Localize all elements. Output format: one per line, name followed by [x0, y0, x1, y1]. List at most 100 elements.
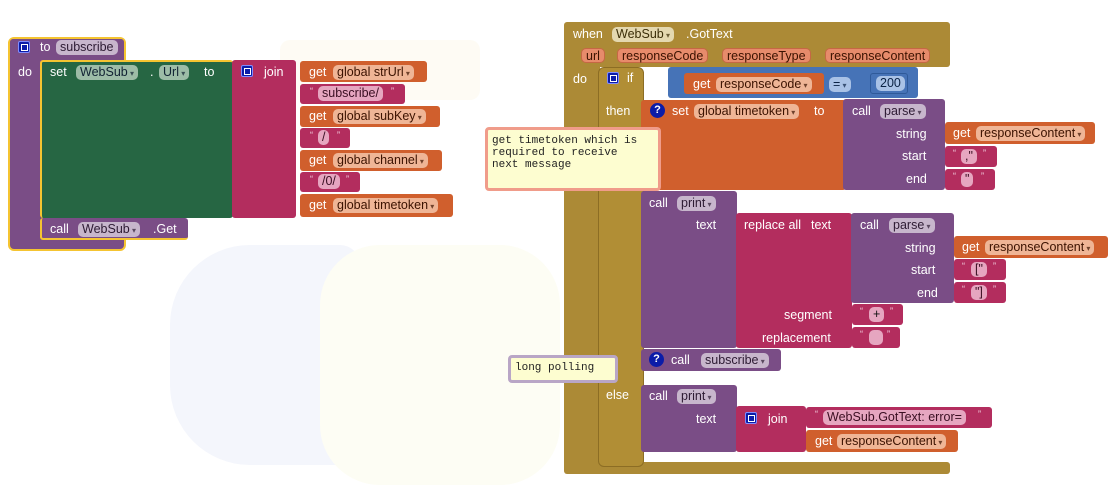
param-responseType[interactable]: responseType — [722, 48, 811, 63]
get-keyword: get — [309, 65, 327, 79]
close-quote: ” — [346, 174, 349, 184]
replacement-label: replacement — [762, 331, 831, 345]
open-quote: “ — [815, 409, 818, 419]
text-value[interactable]: subscribe/ — [318, 86, 383, 101]
replacement-value[interactable] — [869, 330, 883, 345]
open-quote: “ — [953, 171, 956, 181]
if-keyword: if — [627, 71, 634, 85]
close-quote: ” — [983, 148, 986, 158]
call-keyword: call — [860, 218, 879, 232]
comment-long-polling[interactable]: long polling — [508, 355, 618, 383]
open-quote: “ — [860, 306, 863, 316]
arg-label-text: text — [696, 218, 717, 232]
text-value[interactable]: ," — [961, 149, 977, 164]
close-quote: ” — [337, 130, 340, 140]
procedure-dropdown[interactable]: print — [677, 196, 716, 211]
segment-label: segment — [784, 308, 832, 322]
mutator-icon[interactable] — [241, 65, 253, 77]
call-print-block[interactable] — [641, 191, 737, 348]
procedure-dropdown[interactable]: parse — [889, 218, 935, 233]
arg-label-start: start — [902, 149, 927, 163]
procedure-dropdown[interactable]: parse — [880, 104, 926, 119]
param-responseCode[interactable]: responseCode — [617, 48, 709, 63]
arg-label-text: text — [696, 412, 717, 426]
variable-dropdown[interactable]: global timetoken — [333, 198, 439, 213]
text-value[interactable]: WebSub.GotText: error= — [823, 410, 966, 425]
param-responseContent[interactable]: responseContent — [825, 48, 931, 63]
comment-timetoken[interactable]: get timetoken which is required to recei… — [485, 127, 661, 191]
close-quote: ” — [981, 171, 984, 181]
open-quote: “ — [962, 261, 965, 271]
call-keyword: call — [649, 196, 668, 210]
set-websub-url-block[interactable] — [40, 60, 233, 218]
when-keyword: when — [573, 27, 603, 41]
segment-value[interactable]: + — [869, 307, 885, 322]
text-value[interactable]: /0/ — [318, 174, 340, 189]
procedure-dropdown[interactable]: print — [677, 389, 716, 404]
text-label: text — [811, 218, 832, 232]
get-keyword: get — [693, 77, 711, 91]
else-keyword: else — [606, 388, 629, 402]
variable-dropdown[interactable]: global timetoken — [694, 104, 800, 119]
variable-dropdown[interactable]: responseContent — [837, 434, 947, 449]
open-quote: “ — [860, 329, 863, 339]
call-keyword: call — [852, 104, 871, 118]
call-keyword: call — [50, 222, 69, 236]
variable-dropdown[interactable]: global strUrl — [333, 65, 414, 80]
mutator-icon[interactable] — [607, 72, 619, 84]
text-value[interactable]: [" — [971, 262, 987, 277]
variable-dropdown[interactable]: global subKey — [333, 109, 426, 124]
comment-help-icon[interactable]: ? — [650, 103, 665, 118]
mutator-icon[interactable] — [18, 41, 30, 53]
component-dropdown[interactable]: WebSub — [612, 27, 674, 42]
open-quote: “ — [962, 284, 965, 294]
close-quote: ” — [993, 261, 996, 271]
join-label: join — [768, 412, 788, 426]
text-value[interactable]: / — [318, 130, 330, 145]
replace-all-block[interactable] — [736, 213, 852, 348]
variable-dropdown[interactable]: responseContent — [985, 240, 1095, 255]
close-quote: ” — [887, 329, 890, 339]
close-quote: ” — [890, 306, 893, 316]
get-keyword: get — [309, 198, 327, 212]
variable-dropdown[interactable]: global channel — [333, 153, 428, 168]
component-dropdown[interactable]: WebSub — [76, 65, 138, 80]
component-dropdown[interactable]: WebSub — [78, 222, 140, 237]
set-keyword: set — [672, 104, 689, 118]
call-keyword: call — [671, 353, 690, 367]
text-value[interactable]: "] — [971, 285, 987, 300]
get-keyword: get — [962, 240, 980, 254]
event-block-bottom — [564, 462, 950, 474]
open-quote: “ — [310, 130, 313, 140]
get-keyword: get — [309, 109, 327, 123]
variable-dropdown[interactable]: responseCode — [716, 77, 812, 92]
do-keyword: do — [573, 72, 587, 86]
close-quote: ” — [993, 284, 996, 294]
event-block-left-rail — [564, 22, 600, 474]
procedure-keyword-do: do — [18, 65, 32, 79]
text-value[interactable]: " — [961, 172, 974, 187]
method-name: .Get — [153, 222, 177, 236]
arg-label-start: start — [911, 263, 936, 277]
mutator-icon[interactable] — [745, 412, 757, 424]
join-label: join — [264, 65, 284, 79]
get-keyword: get — [309, 153, 327, 167]
property-dropdown[interactable]: Url — [159, 65, 190, 80]
procedure-name-field[interactable]: subscribe — [56, 40, 118, 55]
join-block[interactable] — [232, 60, 296, 218]
to-keyword: to — [204, 65, 215, 79]
open-quote: “ — [310, 86, 313, 96]
to-keyword: to — [814, 104, 825, 118]
procedure-dropdown[interactable]: subscribe — [701, 353, 769, 368]
close-quote: ” — [978, 409, 981, 419]
get-keyword: get — [815, 434, 833, 448]
procedure-keyword-to: to — [40, 40, 51, 54]
comment-help-icon[interactable]: ? — [649, 352, 664, 367]
variable-dropdown[interactable]: responseContent — [976, 126, 1086, 141]
operator-dropdown[interactable]: = — [829, 77, 851, 92]
set-keyword: set — [50, 65, 67, 79]
arg-label-end: end — [906, 172, 927, 186]
arg-label-end: end — [917, 286, 938, 300]
number-value[interactable]: 200 — [876, 76, 905, 91]
param-url[interactable]: url — [581, 48, 605, 63]
